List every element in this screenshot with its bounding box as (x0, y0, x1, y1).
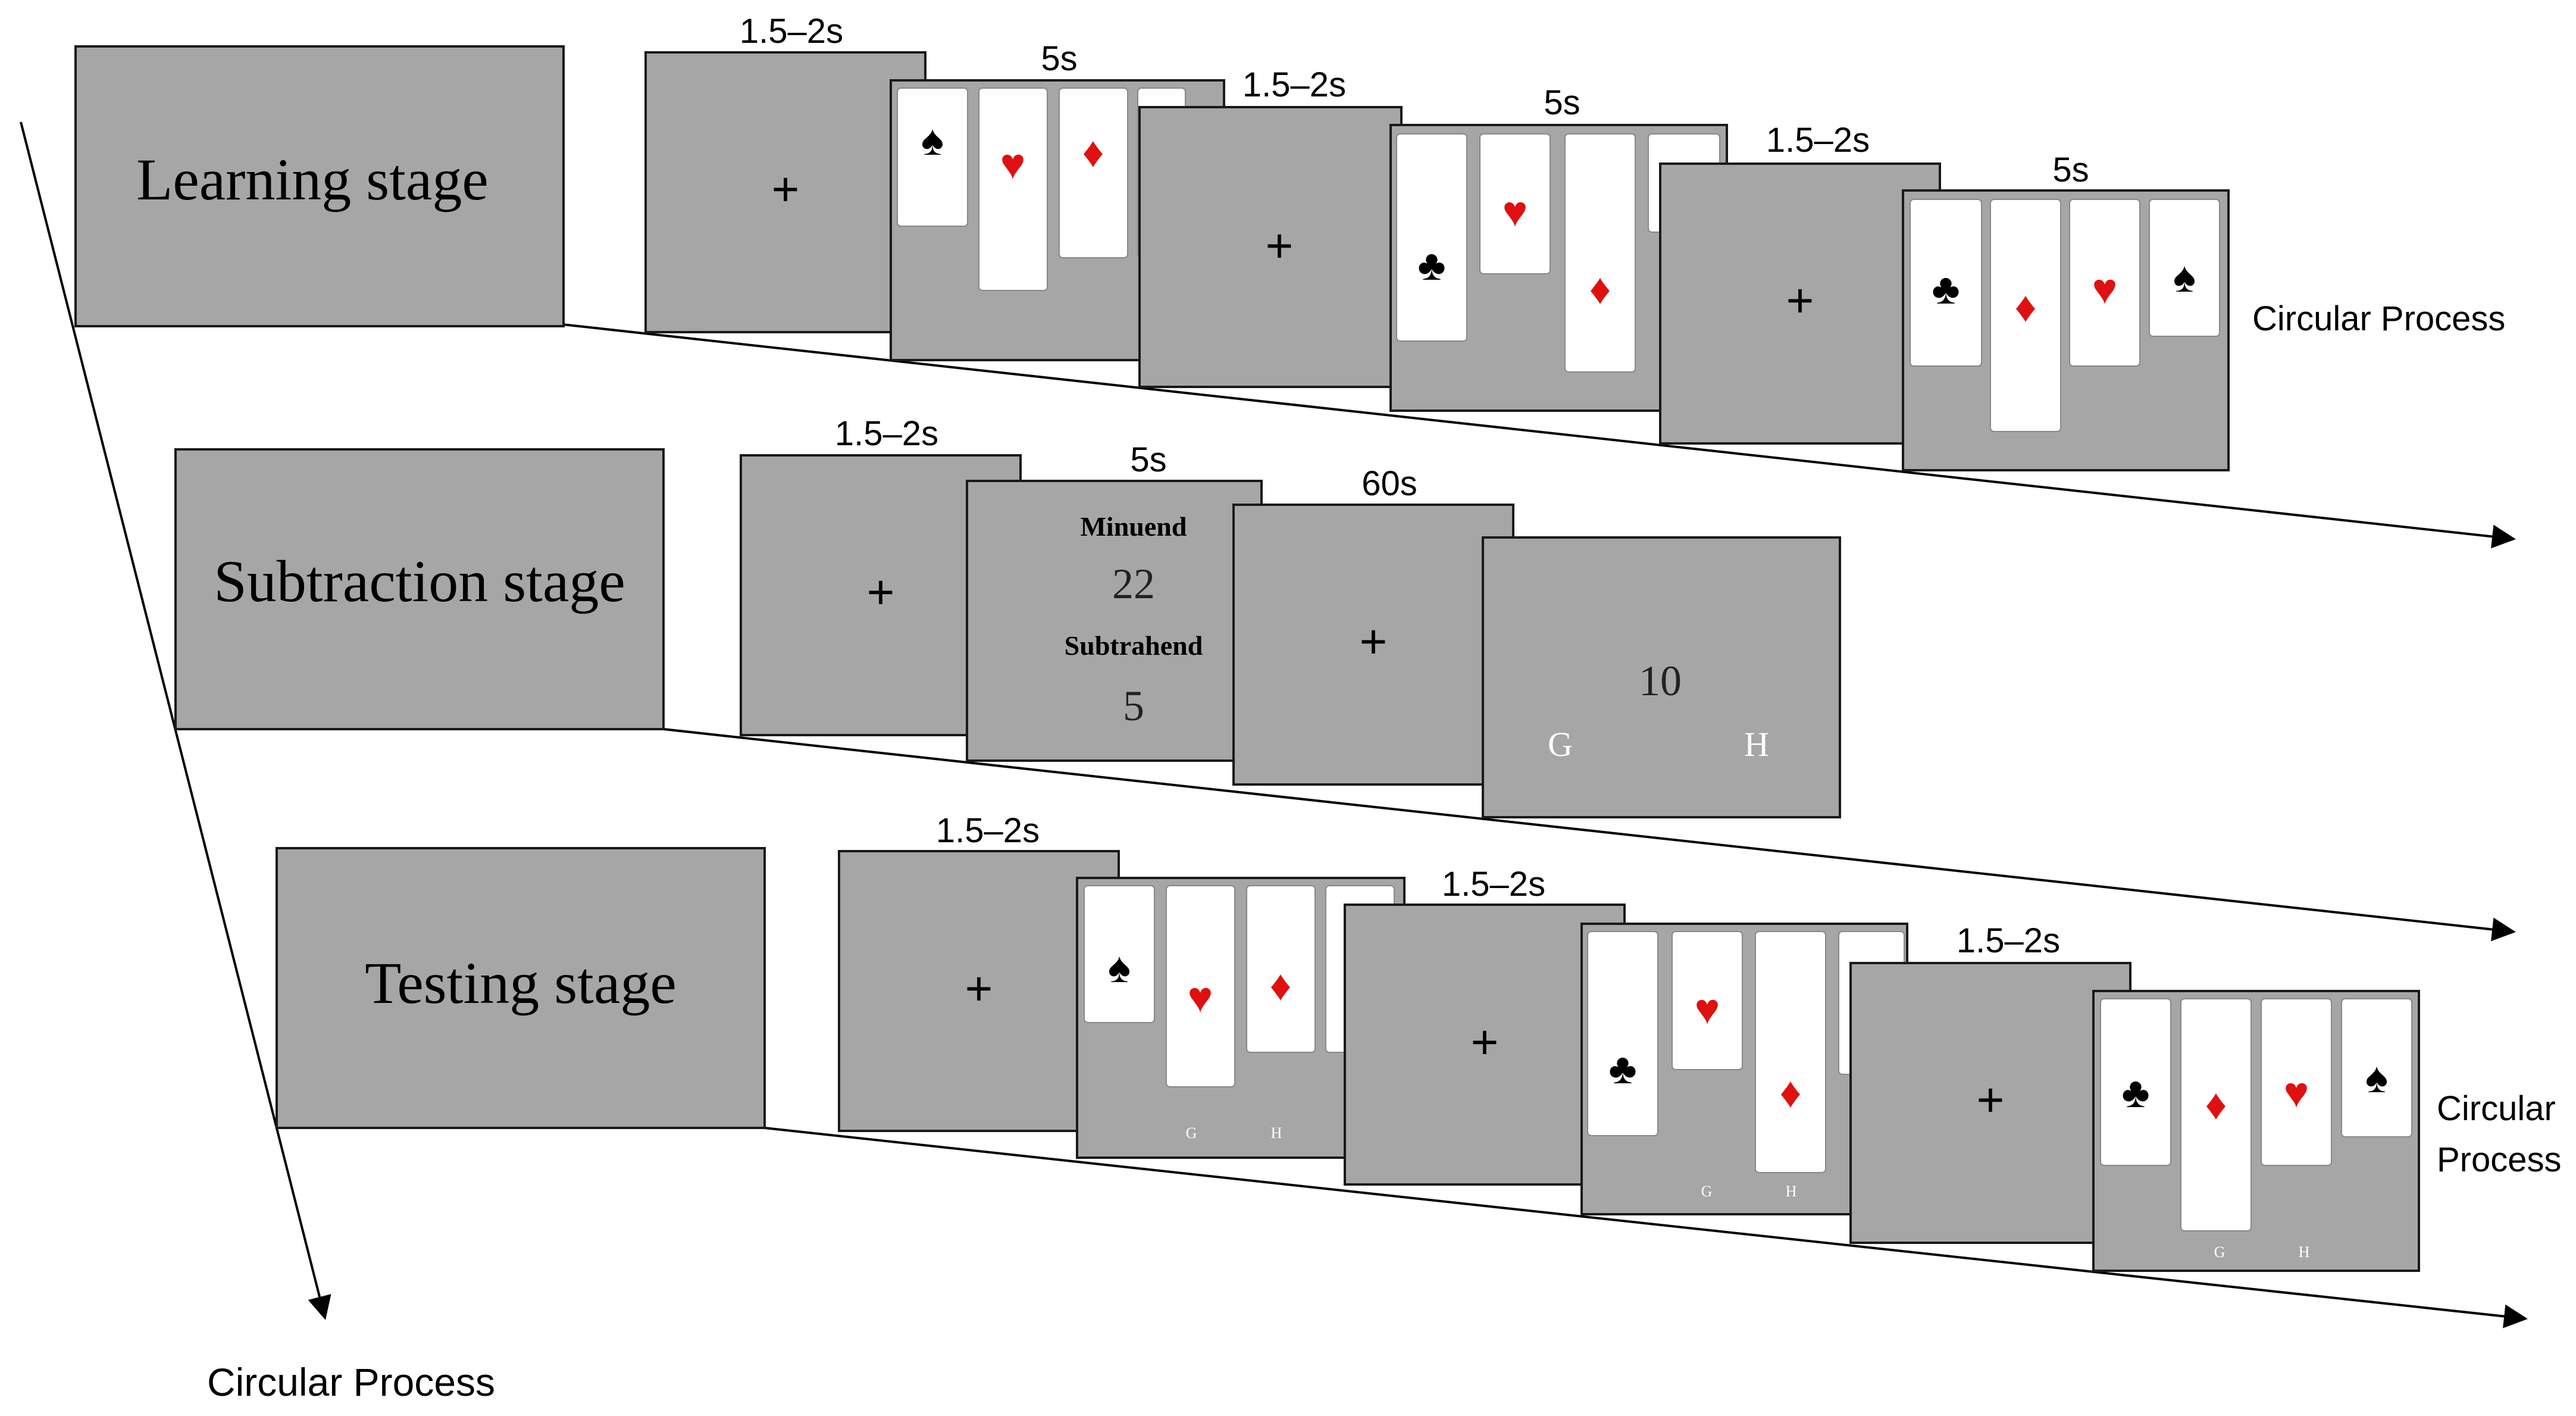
testing-stage-box (276, 847, 766, 1129)
learning-fixation-screen-2 (1138, 106, 1403, 388)
svg-text:♣: ♣ (2121, 1069, 2149, 1117)
learning-duration-2: 5s (1041, 39, 1077, 78)
testing-key-g-label: G (1186, 1124, 1197, 1142)
svg-text:♥: ♥ (2092, 265, 2118, 313)
svg-text:♥: ♥ (1000, 140, 1026, 188)
subtraction-fixation-screen-2 (1232, 504, 1514, 786)
testing-key-h-label: H (2299, 1243, 2310, 1261)
testing-timeline-arrow (764, 1127, 2528, 1329)
svg-text:♥: ♥ (1188, 974, 1213, 1021)
testing-key-g-label: G (1701, 1183, 1713, 1200)
testing-key-h-label: H (1786, 1183, 1797, 1200)
learning-stage-title: Learning stage (136, 146, 488, 212)
learning-circular-process-label: Circular Process (2252, 299, 2505, 338)
playing-card-stack: ♣ ♦ ♥ ♠ (2100, 998, 2412, 1231)
subtraction-problem-screen (966, 480, 1263, 762)
learning-stage-box (74, 45, 565, 327)
svg-text:♦: ♦ (1270, 962, 1292, 1009)
subtraction-timeline-arrow (663, 728, 2516, 942)
learning-duration-1: 1.5–2s (740, 12, 843, 51)
key-h-label: H (1744, 725, 1769, 764)
learning-stage-row: Learning stage 1.5–2s + 5s ♠ ♥ ♦ 1.5–2s … (74, 12, 2516, 549)
subtraction-duration-1: 1.5–2s (835, 414, 938, 453)
minuend-value: 22 (1112, 560, 1155, 608)
testing-duration-2: 1.5–2s (1442, 865, 1545, 904)
subtraction-duration-3: 60s (1361, 464, 1417, 503)
testing-duration-1: 1.5–2s (936, 811, 1040, 850)
svg-text:♥: ♥ (1695, 986, 1720, 1033)
testing-fixation-screen-2 (1344, 904, 1626, 1186)
fixation-cross: + (1360, 615, 1388, 668)
fixation-cross: + (965, 962, 993, 1015)
svg-text:♦: ♦ (1589, 265, 1611, 313)
learning-duration-4: 5s (1544, 83, 1580, 122)
svg-text:♥: ♥ (2284, 1069, 2309, 1117)
svg-text:♦: ♦ (1780, 1069, 1802, 1117)
subtraction-stage-row: Subtraction stage 1.5–2s + 5s Minuend 22… (174, 414, 2516, 942)
playing-card-stack: ♣ ♦ ♥ ♠ (1910, 199, 2220, 432)
svg-text:♠: ♠ (1108, 944, 1131, 992)
subtrahend-label: Subtrahend (1065, 630, 1203, 661)
testing-fixation-screen-3 (1849, 962, 2131, 1244)
svg-text:♥: ♥ (1503, 188, 1528, 236)
testing-duration-3: 1.5–2s (1957, 921, 2060, 960)
minuend-label: Minuend (1081, 511, 1187, 542)
testing-circular-label-line2: Process (2437, 1140, 2562, 1179)
fixation-cross: + (772, 162, 800, 215)
testing-stage-row: Testing stage 1.5–2s + ♠ ♥ ♦ G H 1.5–2s … (276, 811, 2562, 1329)
subtraction-answer-screen (1482, 536, 1841, 818)
svg-text:♦: ♦ (2205, 1081, 2227, 1129)
learning-duration-5: 1.5–2s (1766, 121, 1870, 160)
svg-text:♣: ♣ (1608, 1045, 1636, 1093)
testing-circular-label-line1: Circular (2437, 1089, 2556, 1128)
learning-duration-6: 5s (2052, 151, 2089, 189)
svg-text:♠: ♠ (921, 117, 944, 164)
svg-text:♠: ♠ (2365, 1054, 2388, 1102)
fixation-cross: + (867, 565, 895, 618)
learning-fixation-screen-3 (1659, 162, 1941, 445)
svg-text:♣: ♣ (1417, 242, 1445, 289)
testing-fixation-screen-1 (838, 850, 1120, 1132)
fixation-cross: + (1266, 219, 1294, 272)
bottom-circular-process-label: Circular Process (207, 1360, 495, 1404)
fixation-cross: + (1977, 1073, 2005, 1126)
subtraction-duration-2: 5s (1130, 440, 1166, 479)
svg-text:♣: ♣ (1932, 265, 1960, 313)
testing-key-g-label: G (2214, 1243, 2226, 1261)
fixation-cross: + (1471, 1015, 1499, 1068)
svg-text:♦: ♦ (1082, 129, 1104, 176)
subtrahend-value: 5 (1123, 682, 1144, 730)
svg-text:♦: ♦ (2015, 283, 2037, 331)
subtraction-stage-title: Subtraction stage (214, 548, 625, 614)
answer-value: 10 (1639, 657, 1682, 705)
learning-fixation-screen-1 (644, 51, 927, 333)
svg-text:♠: ♠ (2173, 254, 2196, 301)
fixation-cross: + (1786, 274, 1814, 327)
key-g-label: G (1548, 725, 1573, 764)
testing-key-h-label: H (1271, 1124, 1282, 1142)
learning-timeline-arrow (562, 323, 2516, 549)
stage-progression-arrow (20, 121, 331, 1320)
subtraction-stage-box (174, 448, 665, 730)
learning-duration-3: 1.5–2s (1242, 65, 1346, 104)
testing-stage-title: Testing stage (365, 950, 676, 1016)
